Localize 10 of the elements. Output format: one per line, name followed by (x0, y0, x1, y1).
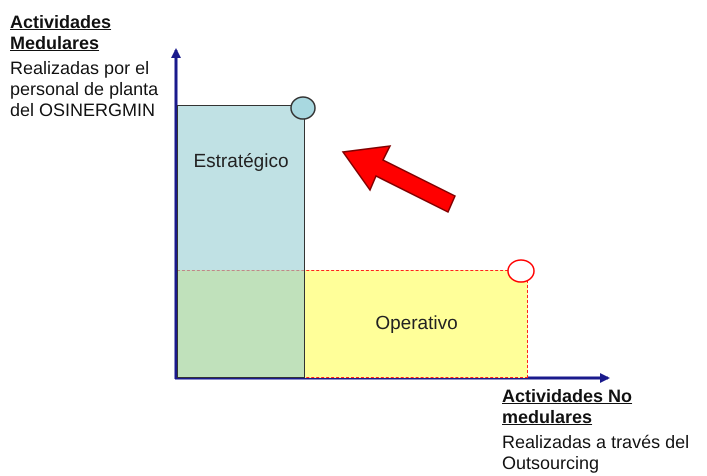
axis-note: Realizadas por el personal de planta del OSINERGMIN (10, 58, 160, 121)
circle-marker (290, 96, 316, 120)
quadrant-box (177, 270, 528, 378)
axis-note: Realizadas a través del Outsourcing (502, 432, 690, 474)
box-label: Operativo (375, 313, 458, 335)
circle-marker (507, 259, 535, 283)
box-label: Estratégico (193, 151, 289, 173)
quadrant-box (177, 105, 305, 378)
axis-title: Actividades Medulares (10, 12, 112, 54)
axis-title: Actividades No medulares (502, 386, 634, 428)
